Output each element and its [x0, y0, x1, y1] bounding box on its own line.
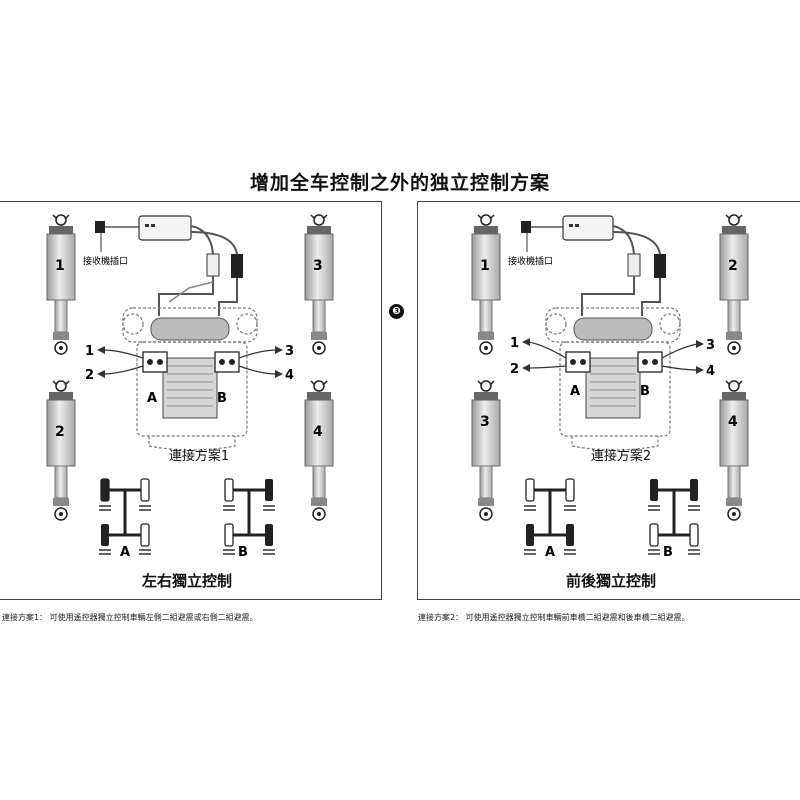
arrow-left-icon — [97, 370, 105, 378]
axle-label-a: A — [545, 545, 555, 560]
shock-absorber — [304, 214, 334, 355]
axle-diagram-b — [223, 478, 275, 555]
shock-label-2: 2 — [728, 258, 738, 274]
receiver-label: 接收機插口 — [508, 255, 553, 267]
shock-absorber — [719, 380, 749, 521]
arrow-left-icon — [97, 346, 105, 354]
panel-title: 左右獨立控制 — [141, 572, 232, 590]
shock-label-1: 1 — [55, 258, 65, 274]
port-label-a: A — [570, 384, 580, 399]
arrow-left-icon — [522, 364, 530, 372]
arrow-right-icon — [275, 370, 283, 378]
receiver-plug-icon — [521, 221, 531, 233]
axle-diagram-a — [524, 478, 576, 555]
valve-block-b — [637, 351, 663, 373]
controller-module — [138, 215, 192, 241]
shock-absorber — [304, 380, 334, 521]
shock-label-1: 1 — [480, 258, 490, 274]
panel-1-diagram: 1 3 2 4 接收機插口 — [46, 214, 334, 560]
arrow-right-icon — [275, 346, 283, 354]
shock-absorber — [46, 214, 76, 355]
channel-label-3: 3 — [706, 338, 715, 353]
arrow-left-icon — [522, 338, 530, 346]
axle-label-a: A — [120, 545, 130, 560]
shock-label-2: 2 — [55, 424, 65, 440]
shock-label-3: 3 — [313, 258, 323, 274]
shock-label-4: 4 — [728, 414, 738, 430]
arrow-right-icon — [696, 366, 704, 374]
page-title: 增加全车控制之外的独立控制方案 — [249, 172, 550, 194]
valve-block-a — [565, 351, 591, 373]
channel-label-4: 4 — [706, 364, 715, 379]
note-scheme-2: 連接方案2： 可使用遙控器獨立控制車輛前車橋二組避震和後車橋二組避震。 — [418, 613, 690, 622]
step-marker: ❸ — [389, 304, 404, 319]
shock-absorber — [46, 380, 76, 521]
channel-label-3: 3 — [285, 344, 294, 359]
shock-absorber — [719, 214, 749, 355]
note-scheme-1: 連接方案1： 可使用遙控器獨立控制車輛左側二組避震或右側二組避震。 — [2, 613, 258, 622]
shock-absorber — [471, 380, 501, 521]
panel-left-right: 1 3 2 4 接收機插口 — [0, 201, 382, 600]
port-label-a: A — [147, 391, 157, 406]
channel-label-2: 2 — [85, 368, 94, 383]
valve-block-a — [142, 351, 168, 373]
port-label-b: B — [217, 391, 227, 406]
receiver-label: 接收機插口 — [83, 255, 128, 267]
axle-diagram-b — [648, 479, 700, 555]
shock-label-3: 3 — [480, 414, 490, 430]
channel-label-4: 4 — [285, 368, 294, 383]
channel-label-2: 2 — [510, 362, 519, 377]
panel-title: 前後獨立控制 — [565, 572, 656, 590]
controller-module — [562, 215, 614, 241]
axle-label-b: B — [663, 545, 673, 560]
valve-block-b — [214, 351, 240, 373]
port-label-b: B — [640, 384, 650, 399]
axle-label-b: B — [238, 545, 248, 560]
receiver-plug-icon — [95, 221, 105, 233]
channel-label-1: 1 — [85, 344, 94, 359]
channel-label-1: 1 — [510, 336, 519, 351]
chassis-frame — [122, 307, 258, 451]
panel-2-diagram: 1 2 3 4 接收機插口 A B — [471, 214, 749, 560]
panel-caption: 連接方案1 — [168, 449, 230, 464]
arrow-right-icon — [696, 340, 704, 348]
chassis-frame — [545, 307, 681, 451]
shock-label-4: 4 — [313, 424, 323, 440]
panel-front-rear: 1 2 3 4 接收機插口 A B — [417, 201, 800, 600]
axle-diagram-a — [99, 478, 151, 555]
panel-caption: 連接方案2 — [590, 449, 652, 464]
shock-absorber — [471, 214, 501, 355]
